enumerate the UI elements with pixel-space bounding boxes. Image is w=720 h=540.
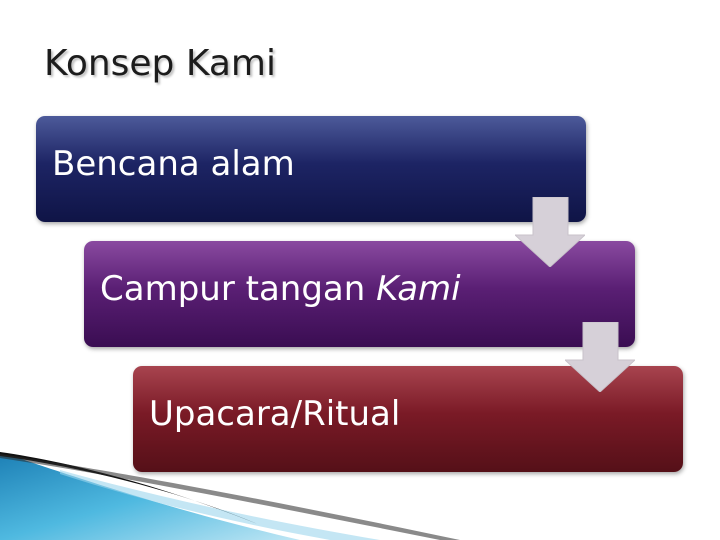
step-label-text: Bencana alam: [52, 144, 295, 184]
down-arrow-icon: [565, 322, 635, 392]
corner-wave-decoration: [0, 452, 460, 540]
step-label-italic: Kami: [376, 269, 461, 309]
step-label-text: Upacara/Ritual: [149, 394, 401, 434]
slide-title: Konsep Kami: [44, 43, 276, 84]
down-arrow-icon: [515, 197, 585, 267]
step-label: Bencana alam: [52, 142, 295, 186]
step-label: Upacara/Ritual: [149, 392, 400, 436]
step-label-text: Campur tangan: [100, 269, 377, 309]
step-box-bencana-alam: Bencana alam: [36, 116, 586, 222]
step-label: Campur tangan Kami: [100, 267, 461, 311]
